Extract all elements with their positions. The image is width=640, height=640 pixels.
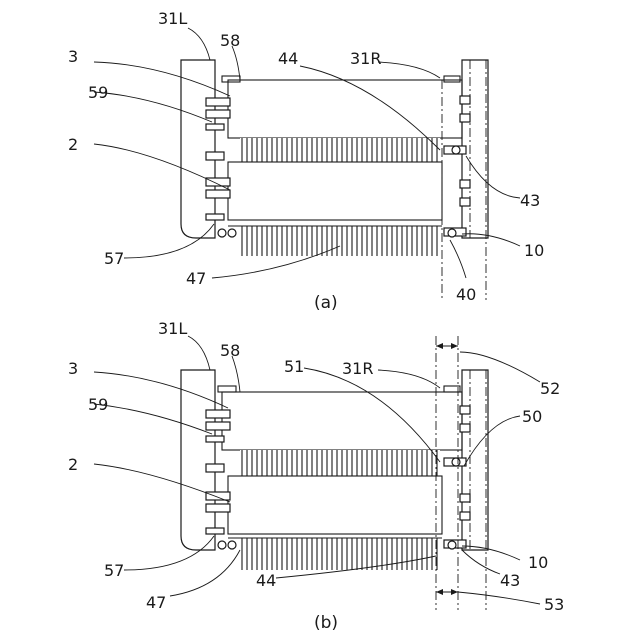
upper-frame-58-b <box>218 386 236 392</box>
panel-a: 31L 58 3 44 31R 59 2 43 57 10 47 40 (a) <box>68 9 544 313</box>
label-57-a: 57 <box>104 249 124 268</box>
lower-board-2-b <box>228 476 442 534</box>
label-59-b: 59 <box>88 395 108 414</box>
lower-board-2 <box>228 162 442 220</box>
label-44-b: 44 <box>256 571 276 590</box>
left-bracket-31L <box>181 60 215 238</box>
label-47-a: 47 <box>186 269 206 288</box>
label-31R-b: 31R <box>342 359 373 378</box>
label-53-b: 53 <box>544 595 564 614</box>
heatsink-fins-47 <box>240 226 440 256</box>
label-3-b: 3 <box>68 359 78 378</box>
label-57-b: 57 <box>104 561 124 580</box>
label-43-b: 43 <box>500 571 520 590</box>
heatsink-fins-47-b <box>240 538 440 570</box>
label-2-a: 2 <box>68 135 78 154</box>
label-31L-a: 31L <box>158 9 187 28</box>
label-31L-b: 31L <box>158 319 187 338</box>
caption-b: (b) <box>314 613 338 633</box>
dimension-53 <box>436 589 458 595</box>
upper-board-3 <box>228 80 462 138</box>
label-10-a: 10 <box>524 241 544 260</box>
label-2-b: 2 <box>68 455 78 474</box>
upper-board-3-b <box>222 392 462 450</box>
label-43-a: 43 <box>520 191 540 210</box>
label-50-b: 50 <box>522 407 542 426</box>
label-52-b: 52 <box>540 379 560 398</box>
label-47-b: 47 <box>146 593 166 612</box>
upper-fins <box>240 138 440 162</box>
left-bracket-31L-b <box>181 370 215 550</box>
label-51-b: 51 <box>284 357 304 376</box>
label-59-a: 59 <box>88 83 108 102</box>
upper-fins-b <box>240 450 440 476</box>
label-3-a: 3 <box>68 47 78 66</box>
upper-frame-58 <box>222 76 240 82</box>
label-31R-a: 31R <box>350 49 381 68</box>
label-44-a: 44 <box>278 49 298 68</box>
label-10-b: 10 <box>528 553 548 572</box>
panel-b: 31L 58 51 31R 52 3 59 50 2 57 10 43 47 4… <box>68 319 564 633</box>
caption-a: (a) <box>314 293 338 313</box>
dimension-52 <box>436 343 458 349</box>
label-58-b: 58 <box>220 341 240 360</box>
label-58-a: 58 <box>220 31 240 50</box>
label-40-a: 40 <box>456 285 476 304</box>
